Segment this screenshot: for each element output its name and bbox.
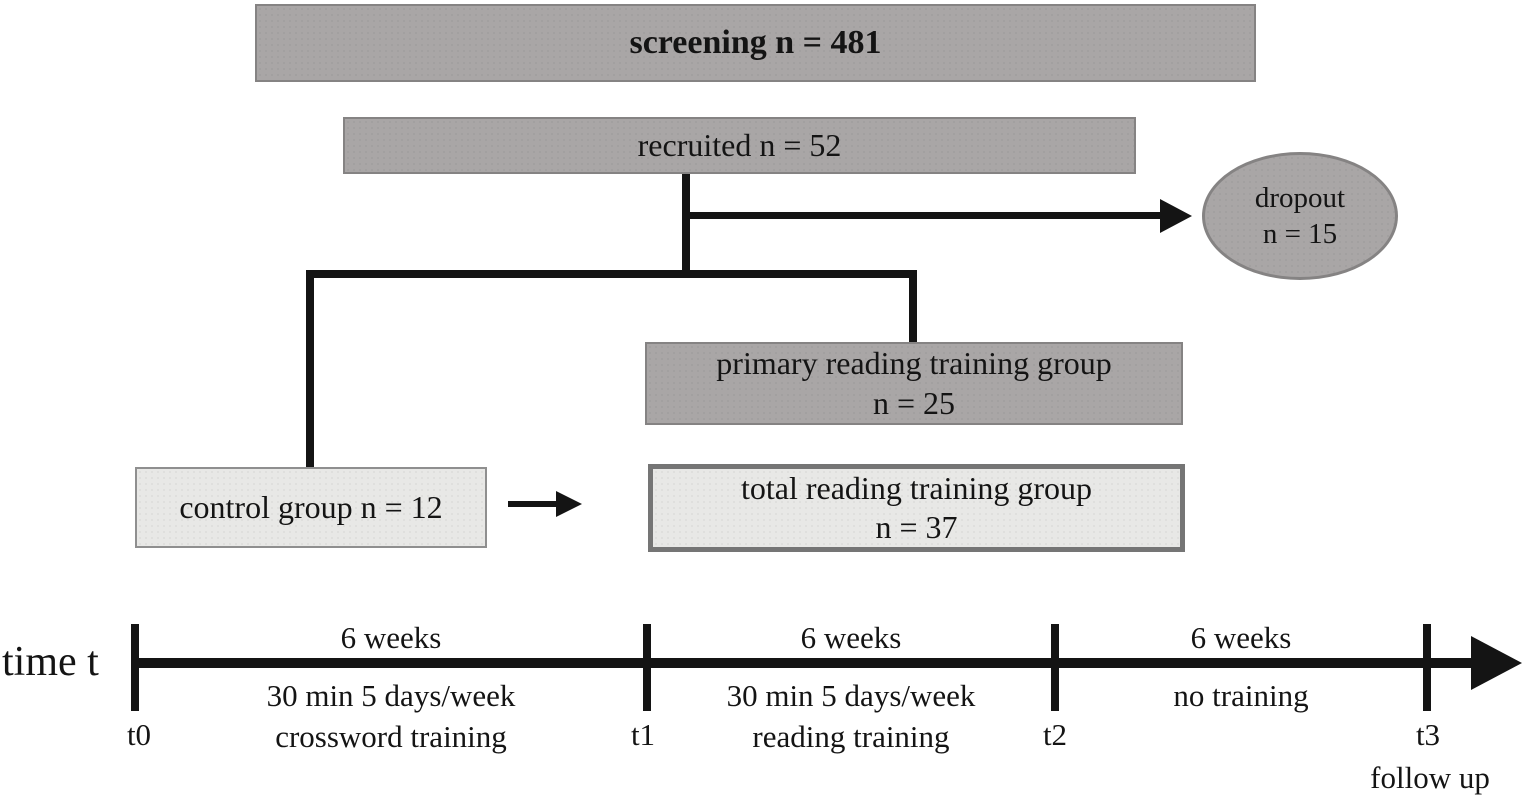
segment-3-detail-1: no training — [1173, 678, 1309, 713]
control-to-total-arrowhead-icon — [556, 491, 582, 517]
tick-t2 — [1051, 624, 1059, 711]
segment-2-duration: 6 weeks — [800, 620, 902, 655]
total-reading-group-box: total reading training group n = 37 — [648, 464, 1185, 552]
control-group-label: control group n = 12 — [179, 488, 443, 525]
primary-group-count: n = 25 — [872, 384, 956, 421]
segment-1-detail-1: 30 min 5 days/week — [266, 678, 516, 713]
tick-label-t1: t1 — [630, 717, 656, 752]
total-group-count: n = 37 — [875, 509, 958, 545]
tick-t3 — [1423, 624, 1431, 711]
dropout-count: n = 15 — [1262, 218, 1338, 250]
screening-label: screening n = 481 — [629, 24, 882, 62]
control-branch-line — [306, 270, 314, 467]
tick-t0 — [131, 624, 139, 711]
group-split-bar — [306, 270, 917, 278]
segment-2-detail-2: reading training — [752, 719, 950, 754]
dropout-ellipse: dropout n = 15 — [1202, 152, 1398, 280]
timeline-axis-label: time t — [2, 639, 99, 685]
segment-1-duration: 6 weeks — [340, 620, 442, 655]
recruited-label: recruited n = 52 — [637, 126, 842, 163]
segment-3-duration: 6 weeks — [1190, 620, 1292, 655]
primary-reading-group-box: primary reading training group n = 25 — [645, 342, 1183, 425]
control-group-box: control group n = 12 — [135, 467, 487, 548]
tick-label-t3: t3 — [1415, 717, 1441, 752]
segment-2-detail-1: 30 min 5 days/week — [726, 678, 976, 713]
follow-up-label: follow up — [1370, 760, 1490, 795]
segment-1-detail-2: crossword training — [275, 719, 507, 754]
primary-group-label: primary reading training group — [716, 345, 1112, 382]
control-to-total-arrow-shaft — [508, 501, 558, 507]
dropout-label: dropout — [1254, 181, 1346, 214]
tick-label-t2: t2 — [1042, 717, 1068, 752]
recruited-box: recruited n = 52 — [343, 117, 1136, 174]
tick-label-t0: t0 — [126, 717, 152, 752]
dropout-arrow-shaft — [686, 212, 1164, 219]
primary-branch-line — [909, 270, 917, 342]
dropout-arrowhead-icon — [1160, 199, 1192, 233]
tick-t1 — [643, 624, 651, 711]
screening-box: screening n = 481 — [255, 4, 1256, 82]
recruited-connector-line — [682, 174, 690, 274]
timeline-axis-line — [135, 658, 1475, 668]
total-group-label: total reading training group — [740, 469, 1092, 506]
timeline-arrowhead-icon — [1471, 636, 1522, 690]
